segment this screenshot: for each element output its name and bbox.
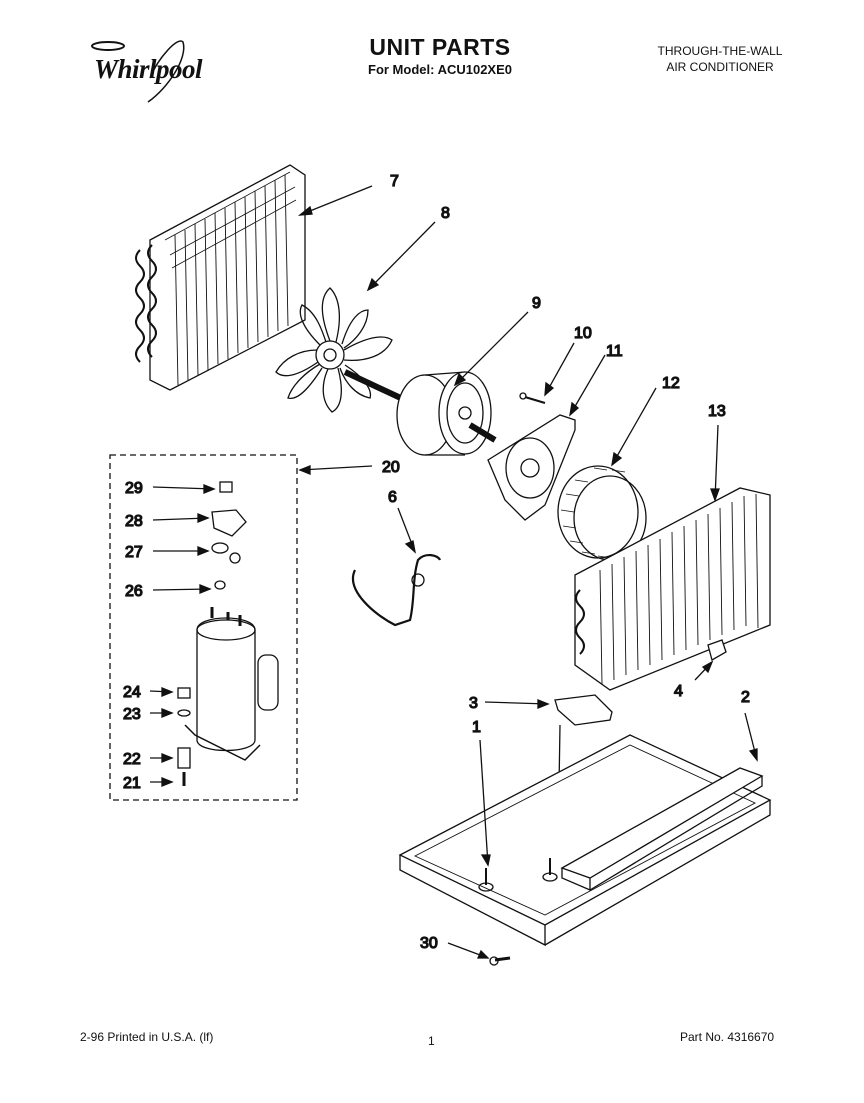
callout-13: 13: [708, 403, 726, 420]
motor-mount-bracket: [487, 342, 606, 521]
callout-20: 20: [382, 459, 400, 476]
model-line: For Model: ACU102XE0: [368, 62, 512, 77]
base-pan: [398, 734, 772, 947]
fan-motor: [343, 311, 529, 456]
product-line-1: THROUGH-THE-WALL: [657, 44, 783, 58]
part-number: Part No. 4316670: [680, 1030, 775, 1044]
evaporator-coil: [574, 424, 771, 691]
callout-22: 22: [123, 751, 141, 768]
condenser-coil: [135, 164, 373, 391]
callout-27: 27: [125, 544, 143, 561]
callout-9: 9: [532, 295, 541, 312]
callout-11: 11: [606, 343, 623, 360]
product-line-2: AIR CONDITIONER: [666, 60, 774, 74]
coil-clip: [694, 639, 727, 681]
blower-wheel: [557, 387, 657, 561]
callout-26: 26: [125, 583, 143, 600]
callout-12: 12: [662, 375, 680, 392]
callout-24: 24: [123, 684, 141, 701]
mounting-screw: [447, 942, 511, 966]
compressor-assembly: [109, 454, 373, 801]
callout-30: 30: [420, 935, 438, 952]
callout-29: 29: [125, 480, 143, 497]
wire-spring: [352, 507, 442, 627]
page-title: UNIT PARTS: [369, 34, 511, 60]
callout-2: 2: [741, 689, 750, 706]
drain-tray: [560, 712, 764, 891]
callout-23: 23: [123, 706, 141, 723]
page-number: 1: [428, 1034, 435, 1048]
callout-4: 4: [674, 683, 683, 700]
callout-6: 6: [388, 489, 397, 506]
brand-name: Whirlpool: [94, 54, 203, 84]
callout-10: 10: [574, 325, 592, 342]
callout-28: 28: [125, 513, 143, 530]
callout-21: 21: [123, 775, 141, 792]
logo-swoosh-icon: [91, 40, 185, 103]
callout-7: 7: [390, 173, 399, 190]
callout-1: 1: [472, 719, 481, 736]
whirlpool-logo: Whirlpool: [88, 38, 228, 108]
print-info: 2-96 Printed in U.S.A. (lf): [80, 1030, 214, 1044]
callout-8: 8: [441, 205, 450, 222]
callout-3: 3: [469, 695, 478, 712]
